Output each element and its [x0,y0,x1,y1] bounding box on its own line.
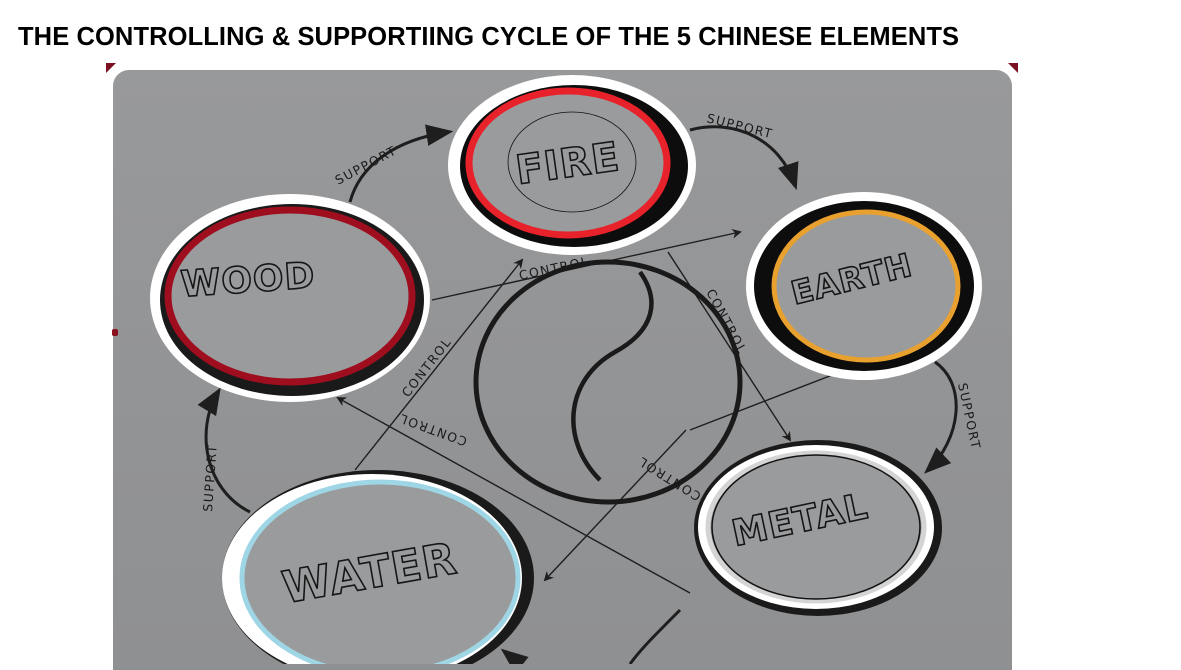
element-water: WATER [222,470,534,664]
control-arrows [336,228,841,594]
label-control-metal-wood: CONTROL [397,411,469,450]
label-control-fire-metal: CONTROL [703,286,750,356]
element-earth: EARTH [746,192,982,380]
element-metal: METAL [694,440,942,616]
control-arrow-metal-wood [336,397,691,594]
element-label-wood: WOOD [179,255,316,305]
label-support-fire-earth: SUPPORT [705,110,775,141]
support-arrow-wood-fire [348,124,454,203]
support-arrow-water-wood [197,387,251,514]
control-arrow-water-fire [354,258,524,471]
edge-mark [112,329,118,336]
control-arrow-fire-metal [667,251,792,442]
label-support-earth-metal: SUPPORT [955,382,984,452]
label-control-wood-earth: CONTROL [518,253,591,283]
support-arrow-fire-earth [689,125,799,191]
support-arrow-earth-metal [924,360,958,474]
element-wood: WOOD [150,194,430,402]
element-fire: FIRE [448,75,696,255]
support-arrow-partial [500,648,529,664]
label-support-water-wood: SUPPORT [200,443,220,512]
corner-mark-top-right [1008,63,1018,73]
yin-yang-icon [473,259,743,505]
corner-mark-top-left [106,63,116,73]
support-arrows [197,124,958,664]
page-title: THE CONTROLLING & SUPPORTIING CYCLE OF T… [18,23,960,51]
label-support-wood-fire: SUPPORT [332,143,399,188]
control-arrow-metal-water [543,429,687,582]
support-arrow-metal-water [628,608,682,664]
